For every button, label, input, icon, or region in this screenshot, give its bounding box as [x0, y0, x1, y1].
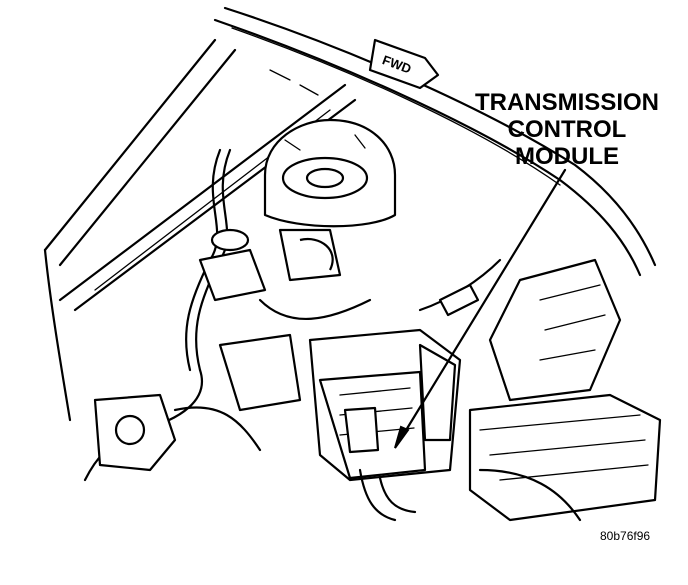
callout-line-3: MODULE [515, 143, 619, 170]
callout-line-2: CONTROL [508, 116, 627, 143]
strut-tower [263, 118, 397, 228]
callout-label: TRANSMISSION CONTROL MODULE [475, 89, 659, 170]
transmission-control-module [308, 328, 462, 522]
callout-line-1: TRANSMISSION [475, 89, 659, 116]
battery-cable [418, 258, 582, 522]
battery-tray [468, 258, 662, 522]
hood-edge [213, 6, 657, 277]
fwd-direction-tag: FWD [368, 38, 440, 90]
lower-left-component [93, 333, 302, 472]
callout-leader [394, 168, 567, 449]
reservoir [198, 228, 342, 302]
figure-id: 80b76f96 [600, 529, 650, 543]
